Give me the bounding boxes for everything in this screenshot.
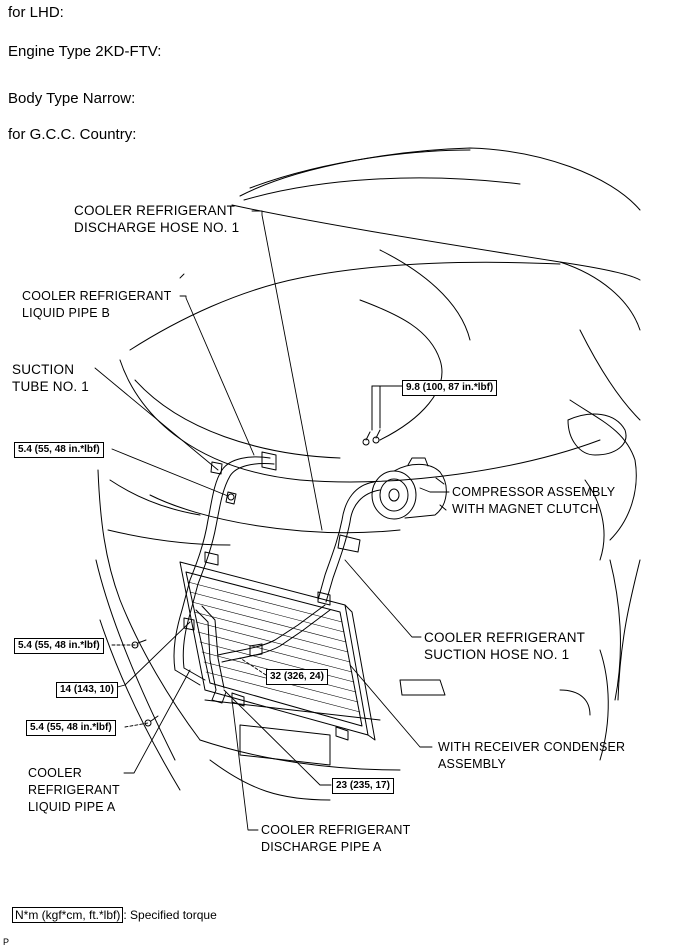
label-line: DISCHARGE PIPE A — [261, 840, 382, 854]
label-line: SUCTION HOSE NO. 1 — [424, 647, 570, 662]
suction-tube-pipes — [173, 451, 277, 686]
header-lhd: for LHD: — [8, 4, 64, 21]
header-country: for G.C.C. Country: — [8, 126, 137, 143]
label-line: WITH RECEIVER CONDENSER — [438, 740, 626, 754]
label-line: DISCHARGE HOSE NO. 1 — [74, 220, 240, 235]
torque-legend: N*m (kgf*cm, ft.*lbf): Specified torque — [12, 907, 217, 923]
label-discharge-pipe-a: COOLER REFRIGERANT DISCHARGE PIPE A — [261, 822, 410, 856]
label-suction-tube-no1: SUCTION TUBE NO. 1 — [12, 361, 89, 395]
hood-outline — [119, 147, 641, 483]
label-liquid-pipe-b: COOLER REFRIGERANT LIQUID PIPE B — [22, 288, 171, 322]
label-condenser: WITH RECEIVER CONDENSER ASSEMBLY — [438, 739, 625, 773]
label-line: LIQUID PIPE A — [28, 800, 116, 814]
label-line: LIQUID PIPE B — [22, 306, 111, 320]
torque-condenser-lower: 5.4 (55, 48 in.*lbf) — [26, 720, 116, 736]
lower-pipes — [183, 604, 331, 704]
label-liquid-pipe-a: COOLER REFRIGERANT LIQUID PIPE A — [28, 765, 120, 816]
label-discharge-hose-no1: COOLER REFRIGERANT DISCHARGE HOSE NO. 1 — [74, 202, 239, 236]
label-compressor: COMPRESSOR ASSEMBLY WITH MAGNET CLUTCH — [452, 484, 615, 518]
fender-outline — [399, 261, 641, 761]
label-line: ASSEMBLY — [438, 757, 507, 771]
legend-description: : Specified torque — [123, 908, 217, 922]
legend-unit-box: N*m (kgf*cm, ft.*lbf) — [12, 907, 124, 923]
compressor-bolts — [362, 385, 403, 446]
label-line: COOLER REFRIGERANT — [22, 289, 172, 303]
torque-liquid-pipe-lower: 23 (235, 17) — [332, 778, 394, 794]
label-line: COOLER REFRIGERANT — [74, 203, 236, 218]
label-line: COMPRESSOR ASSEMBLY — [452, 485, 616, 499]
label-line: REFRIGERANT — [28, 783, 120, 797]
header-body-type: Body Type Narrow: — [8, 90, 136, 107]
torque-liquid-pipe-joint: 14 (143, 10) — [56, 682, 118, 698]
torque-condenser-upper: 5.4 (55, 48 in.*lbf) — [14, 638, 104, 654]
page-footer-code: P — [3, 937, 10, 947]
label-line: COOLER REFRIGERANT — [424, 630, 586, 645]
torque-discharge-joint: 32 (326, 24) — [266, 669, 328, 685]
front-body-outline — [95, 469, 401, 801]
label-line: WITH MAGNET CLUTCH — [452, 502, 599, 516]
torque-compressor-bolts: 9.8 (100, 87 in.*lbf) — [402, 380, 498, 396]
header-engine-type: Engine Type 2KD-FTV: — [8, 43, 162, 60]
label-line: COOLER REFRIGERANT — [261, 823, 411, 837]
label-line: COOLER — [28, 766, 82, 780]
bolts — [131, 493, 235, 727]
label-suction-hose-no1: COOLER REFRIGERANT SUCTION HOSE NO. 1 — [424, 629, 585, 663]
torque-suction-tube: 5.4 (55, 48 in.*lbf) — [14, 442, 104, 458]
discharge-hose-pipe — [317, 481, 381, 603]
compressor-assembly — [371, 457, 447, 520]
label-line: SUCTION — [12, 362, 75, 377]
label-line: TUBE NO. 1 — [12, 379, 90, 394]
